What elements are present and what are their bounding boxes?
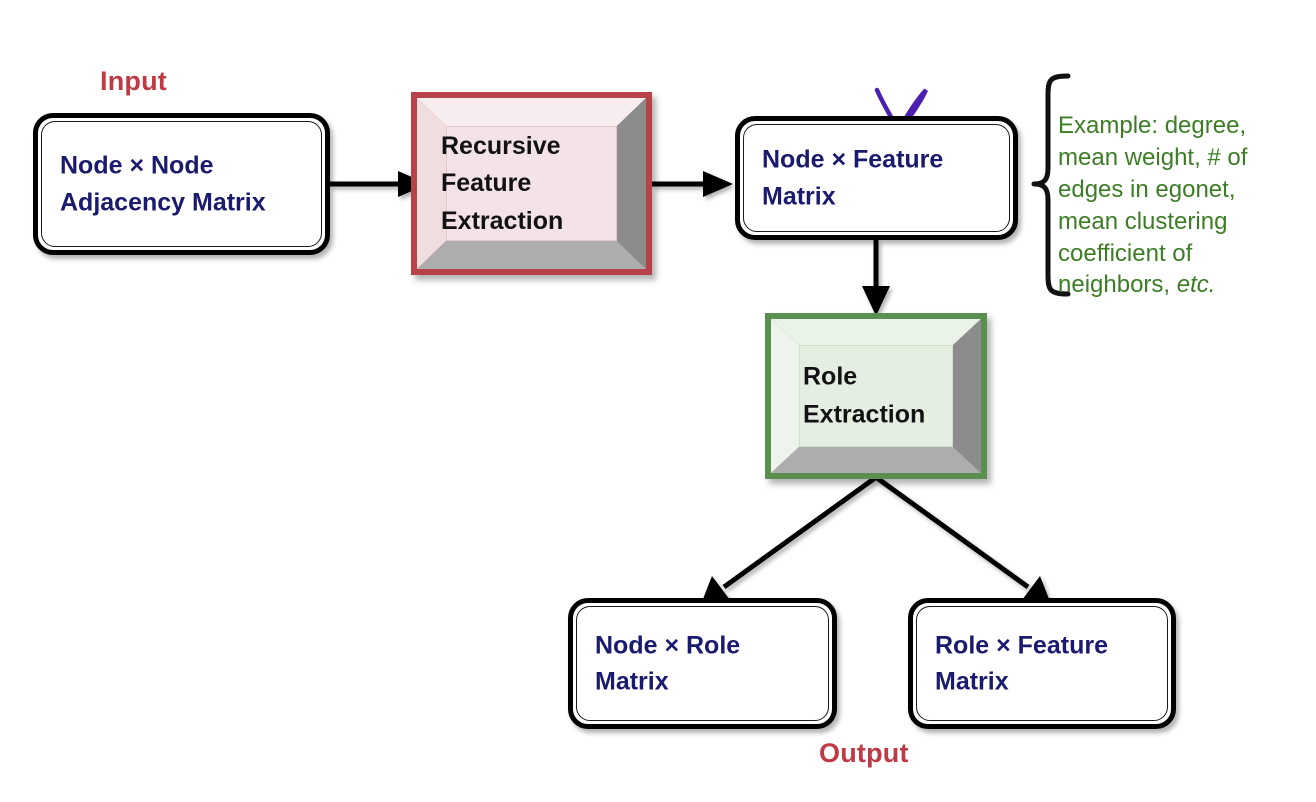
annotation-main-text: Example: degree, mean weight, # of edges… bbox=[1058, 111, 1248, 299]
annotation-italic-text: etc. bbox=[1176, 271, 1216, 299]
node-role-matrix-box[interactable]: Node × Role Matrix bbox=[568, 598, 837, 729]
input-caption: Input bbox=[100, 66, 167, 96]
recursive-feature-extraction-label: Recursive Feature Extraction bbox=[441, 131, 564, 235]
node-feature-matrix-label: Node × Feature Matrix bbox=[762, 145, 944, 211]
role-feature-matrix-label: Role × Feature Matrix bbox=[935, 631, 1108, 696]
arrow-feature-matrix-to-role-extraction bbox=[862, 240, 890, 316]
red-frame-bevels bbox=[417, 98, 646, 269]
feature-examples-annotation: Example: degree, mean weight, # of edges… bbox=[1058, 78, 1308, 301]
node-node-adjacency-matrix-box[interactable]: Node × Node Adjacency Matrix bbox=[33, 113, 330, 255]
green-frame-bevels bbox=[771, 319, 981, 473]
role-feature-matrix-box[interactable]: Role × Feature Matrix bbox=[908, 598, 1176, 729]
role-extraction-box[interactable]: Role Extraction bbox=[765, 313, 987, 479]
node-feature-matrix-box[interactable]: Node × Feature Matrix bbox=[735, 116, 1018, 240]
arrow-role-extraction-to-role-feature bbox=[875, 475, 1051, 604]
arrow-role-extraction-to-node-role bbox=[701, 475, 877, 604]
role-extraction-label: Role Extraction bbox=[803, 362, 926, 429]
arrow-rfe-to-feature-matrix bbox=[652, 171, 733, 197]
node-role-matrix-label: Node × Role Matrix bbox=[595, 631, 741, 696]
recursive-feature-extraction-box[interactable]: Recursive Feature Extraction bbox=[411, 92, 652, 275]
green-frame-face bbox=[799, 345, 953, 447]
output-caption: Output bbox=[819, 738, 909, 768]
red-frame-face bbox=[446, 126, 617, 241]
node-node-adjacency-matrix-label: Node × Node Adjacency Matrix bbox=[60, 151, 266, 217]
